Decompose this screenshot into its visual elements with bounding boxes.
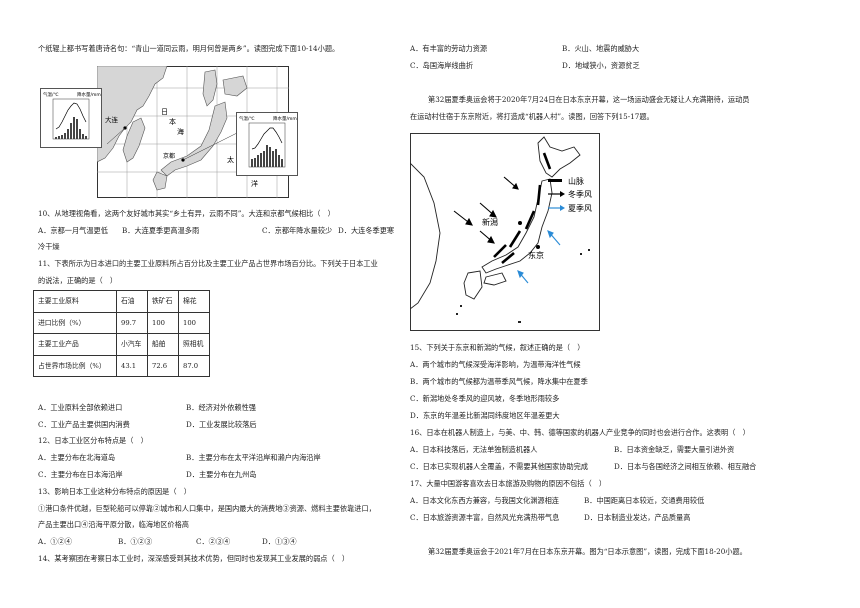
table-cell: 船舶 <box>147 333 179 356</box>
table-cell: 100 <box>178 311 210 334</box>
q15-option-d[interactable]: D．东京的年温差比新潟同纬度地区年温差更大 <box>410 411 560 420</box>
q17-option-d[interactable]: D．日本制造业发达，产品质量高 <box>584 513 691 522</box>
map-label-ben: 本 <box>169 117 176 126</box>
q10-stem: 10、从地理视角看，这两个友好城市其实“乡土有异，云雨不同”。大连和京都气候相比… <box>38 209 335 218</box>
table-cell: 占世界市场比例（%） <box>33 354 117 377</box>
q13-body-line1: ①港口条件优越，巨型轮船可以停靠②城市和人口集中，是国内最大的消费地③资源、燃料… <box>38 504 376 513</box>
climate-right-ylabel: 气温/℃ <box>239 115 255 122</box>
q14-option-c[interactable]: C．岛国海岸线曲折 <box>410 61 474 70</box>
climate-chart-dalian: 气温/℃ 降水量/mm <box>40 88 102 148</box>
table-cell: 72.6 <box>147 354 179 377</box>
q13-stem: 13、影响日本工业这种分布特点的原因是（ ） <box>38 487 191 496</box>
olympics-intro-line1: 第32届夏季奥运会将于2020年7月24日在日本东京开幕，这一场运动盛会无疑让人… <box>428 95 750 104</box>
map-legend: 山脉 冬季风 夏季风 <box>548 176 592 213</box>
industry-table: 主要工业原料 石油 铁矿石 棉花 进口比例（%） 99.7 100 100 主要… <box>33 290 210 377</box>
q13-option-c[interactable]: C．②③④ <box>196 537 231 546</box>
q13-option-d[interactable]: D．①③④ <box>262 537 297 546</box>
q12-option-b[interactable]: B．主要分布在太平洋沿岸和濑户内海沿岸 <box>186 453 321 462</box>
q17-option-b[interactable]: B．中国距离日本较近，交通费用较低 <box>584 496 705 505</box>
table-row: 进口比例（%） 99.7 100 100 <box>33 311 210 334</box>
q14-stem: 14、某考察团在考察日本工业时，深深感受到其技术优势，但同时也发现其工业发展的弱… <box>38 554 350 563</box>
table-cell: 主要工业产品 <box>33 333 117 356</box>
q17-option-a[interactable]: A．日本文化东西方兼容，与我国文化渊源相连 <box>410 496 559 505</box>
q10-option-d[interactable]: D．大连冬季更寒 <box>338 226 395 235</box>
climate-right-yrlabel: 降水量/mm <box>273 115 297 122</box>
olympics-intro-line2: 在运动村住宿于东京附近，将打造成“机器人村”。读图，回答下列15-17题。 <box>410 112 654 121</box>
climate-chart-kyoto-svg: 气温/℃ 降水量/mm <box>239 115 297 168</box>
q11-stem-line2: 的说法，正确的是（ ） <box>38 276 118 285</box>
climate-left-ylabel: 气温/℃ <box>43 91 59 98</box>
q11-option-d[interactable]: D．工业发展比较落后 <box>186 420 257 429</box>
q11-option-a[interactable]: A．工业原料全部依赖进口 <box>38 403 123 412</box>
table-cell: 主要工业原料 <box>33 290 117 313</box>
q14-option-a[interactable]: A．有丰富的劳动力资源 <box>410 44 488 53</box>
legend-mountain: 山脉 <box>568 176 584 186</box>
map-label-kyoto: 京都 <box>163 152 175 160</box>
table-row: 主要工业原料 石油 铁矿石 棉花 <box>33 290 210 313</box>
table-cell: 100 <box>147 311 179 334</box>
q12-stem: 12、日本工业区分布特点是（ ） <box>38 436 148 445</box>
q15-stem: 15、下列关于东京和新潟的气候，叙述正确的是（ ） <box>410 343 585 352</box>
q11-option-c[interactable]: C．工业产品主要供国内消费 <box>38 420 130 429</box>
q13-option-b[interactable]: B．①②③ <box>118 537 153 546</box>
q10-option-d-cont: 冷干燥 <box>38 242 60 251</box>
map-label-dalian: 大连 <box>105 115 119 124</box>
table-row: 占世界市场比例（%） 43.1 72.6 87.0 <box>33 354 210 377</box>
map-label-hai: 海 <box>177 127 184 136</box>
legend-summer-monsoon: 夏季风 <box>568 203 592 213</box>
q10-option-c[interactable]: C．京都年降水量较少 <box>262 226 333 235</box>
q16-option-b[interactable]: B．日本资金缺乏，需要大量引进外资 <box>614 445 735 454</box>
table-cell: 照相机 <box>178 333 210 356</box>
japan-monsoon-map-svg: 新潟 东京 山脉 冬季风 夏季风 <box>409 133 600 331</box>
q12-option-d[interactable]: D．主要分布在九州岛 <box>186 470 257 479</box>
climate-left-yrlabel: 降水量/mm <box>77 91 101 98</box>
q17-option-c[interactable]: C．日本旅游资源丰富，自然风光充满热带气息 <box>410 513 560 522</box>
q16-stem: 16、日本在机器人制造上，与美、中、韩、德等国家的机器人产业竞争的同时也会进行合… <box>410 428 750 437</box>
map-label-ri: 日 <box>161 108 168 116</box>
q11-stem-line1: 11、下表所示为日本进口的主要工业原料所占百分比及主要工业产品占世界市场百分比。… <box>38 259 378 268</box>
q15-option-c[interactable]: C．新潟地处冬季风的迎风坡，冬季地形雨较多 <box>410 394 560 403</box>
intro-text: 个纸辊上都书写着唐诗名句：“青山一道同云雨，明月何曾是两乡”。读图完成下面10-… <box>38 44 340 53</box>
q16-option-a[interactable]: A．日本科技落后，无法单独制造机器人 <box>410 445 538 454</box>
table-cell: 小汽车 <box>116 333 148 356</box>
q14-option-b[interactable]: B．火山、地震的威胁大 <box>562 44 640 53</box>
legend-winter-monsoon: 冬季风 <box>568 189 592 199</box>
table-row: 主要工业产品 小汽车 船舶 照相机 <box>33 333 210 356</box>
q16-option-d[interactable]: D．日本与各国经济之间相互依赖、相互融合 <box>614 462 757 471</box>
city-tokyo-label: 东京 <box>528 250 544 260</box>
table-cell: 石油 <box>116 290 148 313</box>
q10-option-a[interactable]: A．京都一月气温更低 <box>38 226 108 235</box>
japan-monsoon-map: 新潟 东京 山脉 冬季风 夏季风 <box>409 133 600 331</box>
q13-option-a[interactable]: A．①②④ <box>38 537 72 546</box>
climate-chart-kyoto: 气温/℃ 降水量/mm <box>236 112 298 176</box>
table-cell: 99.7 <box>116 311 148 334</box>
map-label-yang: 洋 <box>251 179 258 188</box>
q10-option-b[interactable]: B．大连夏季更高温多雨 <box>122 226 200 235</box>
q12-option-c[interactable]: C．主要分布在日本海沿岸 <box>38 470 123 479</box>
table-cell: 87.0 <box>178 354 210 377</box>
q12-option-a[interactable]: A．主要分布在北海道岛 <box>38 453 116 462</box>
map-label-tai: 太 <box>227 155 234 164</box>
table-cell: 43.1 <box>116 354 148 377</box>
table-cell: 进口比例（%） <box>33 311 117 334</box>
section-footer-intro: 第32届夏季奥运会于2021年7月在日本东京开幕。图为“日本示意图”，读图，完成… <box>428 547 747 556</box>
city-niigata-label: 新潟 <box>482 217 498 227</box>
q11-option-b[interactable]: B．经济对外依赖性强 <box>186 403 256 412</box>
q15-option-a[interactable]: A．两个城市的气候深受海洋影响，为温带海洋性气候 <box>410 360 581 369</box>
climate-chart-dalian-svg: 气温/℃ 降水量/mm <box>43 91 101 140</box>
q17-stem: 17、大量中国游客喜欢去日本旅游及购物的原因不包括（ ） <box>410 479 607 488</box>
q13-body-line2: 产品主要出口④沿海平原分散，临海地区价格高 <box>38 520 189 529</box>
table-cell: 棉花 <box>178 290 210 313</box>
table-cell: 铁矿石 <box>147 290 179 313</box>
q16-option-c[interactable]: C．日本已实现机器人全覆盖，不需要其他国家协助完成 <box>410 462 589 471</box>
q15-option-b[interactable]: B．两个城市的气候都为温带季风气候，降水集中在夏季 <box>410 377 588 386</box>
q14-option-d[interactable]: D．地域狭小，资源贫乏 <box>562 61 640 70</box>
